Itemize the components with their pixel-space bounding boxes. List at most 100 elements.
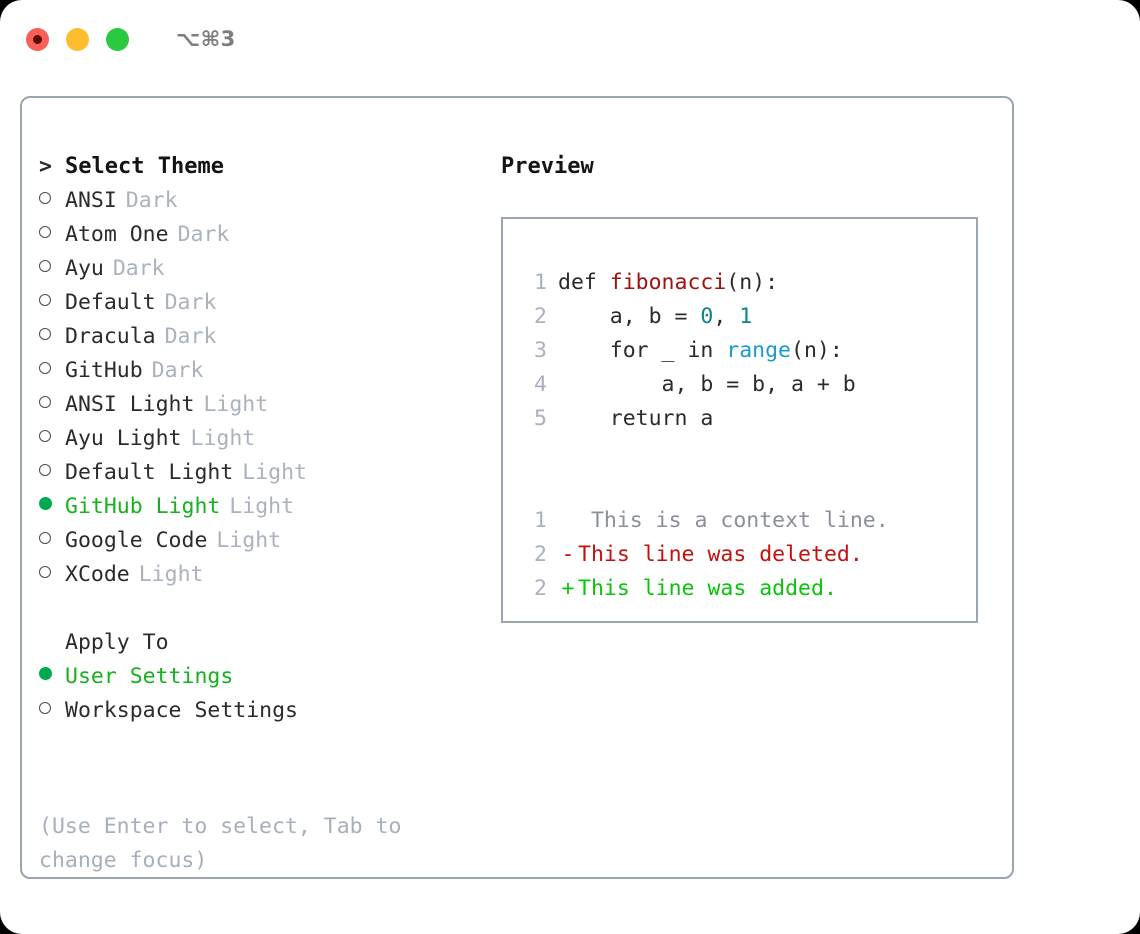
radio-unselected-icon[interactable] [39,388,65,422]
code-line: 3 for _ in range(n): [521,334,976,368]
theme-item-github-dark[interactable]: GitHub Dark [39,354,479,388]
keyboard-shortcut-label: ⌥⌘3 [176,27,236,51]
theme-label: ANSI [65,188,117,213]
close-button[interactable] [26,27,49,51]
radio-unselected-icon[interactable] [39,558,65,592]
code-line: 4 a, b = b, a + b [521,368,976,402]
radio-unselected-icon[interactable] [39,252,65,286]
line-number: 2 [534,576,547,601]
theme-item-ansi-dark[interactable]: ANSI Dark [39,184,479,218]
maximize-button[interactable] [106,27,129,51]
radio-unselected-icon[interactable] [39,456,65,490]
code-line: 2 a, b = 0, 1 [521,300,976,334]
diff-line-context: 1 This is a context line. [521,504,976,538]
token-number: 0 [700,304,714,329]
token-builtin: range [726,338,792,363]
prompt-icon: > [39,154,52,179]
theme-item-ansi-light[interactable]: ANSI Light Light [39,388,479,422]
theme-label: GitHub [65,358,143,383]
theme-variant: Light [242,460,308,485]
code-content: def fibonacci(n): [558,270,779,295]
theme-variant: Light [190,426,256,451]
code-content: a, b = 0, 1 [558,304,753,329]
traffic-lights [26,27,129,51]
theme-variant: Dark [125,188,178,213]
theme-item-ayu-light[interactable]: Ayu Light Light [39,422,479,456]
line-number: 2 [534,542,547,567]
preview-column: Preview 1 def fibonacci(n): 2 a, b = 0, … [501,150,991,623]
minimize-button[interactable] [66,27,89,51]
code-line: 1 def fibonacci(n): [521,266,976,300]
main-panel: > Select Theme ANSI Dark Atom One Dark [20,96,1014,879]
diff-sign [558,504,578,538]
radio-unselected-icon[interactable] [39,524,65,558]
line-number: 5 [534,406,547,431]
radio-unselected-icon[interactable] [39,320,65,354]
code-line: 5 return a [521,402,976,436]
diff-text: This line was deleted. [578,542,863,567]
section-spacer [39,592,479,626]
apply-to-option-user-settings[interactable]: User Settings [39,660,479,694]
radio-unselected-icon[interactable] [39,354,65,388]
radio-unselected-icon[interactable] [39,184,65,218]
theme-item-atom-one-dark[interactable]: Atom One Dark [39,218,479,252]
theme-item-github-light[interactable]: GitHub Light Light [39,490,479,524]
theme-label: Ayu Light [65,426,182,451]
token-number: 1 [739,304,753,329]
theme-item-google-code[interactable]: Google Code Light [39,524,479,558]
window-titlebar: ⌥⌘3 [0,0,1140,78]
preview-title: Preview [501,154,594,179]
theme-label: Atom One [65,222,169,247]
apply-to-heading-row: Apply To [39,626,479,660]
apply-to-heading: Apply To [65,630,169,655]
theme-variant: Light [229,494,295,519]
theme-variant: Light [216,528,282,553]
theme-label: Default Light [65,460,234,485]
keyboard-hint-text: (Use Enter to select, Tab to change focu… [39,814,415,873]
page-title: Select Theme [65,154,224,179]
theme-variant: Light [203,392,269,417]
preview-box: 1 def fibonacci(n): 2 a, b = 0, 1 3 for … [501,217,978,623]
apply-to-label: Workspace Settings [65,698,298,723]
theme-variant: Dark [177,222,230,247]
theme-item-default-dark[interactable]: Default Dark [39,286,479,320]
line-number: 1 [534,508,547,533]
theme-item-ayu-dark[interactable]: Ayu Dark [39,252,479,286]
diff-text: This line was added. [578,576,837,601]
code-blank-line [521,470,976,504]
radio-selected-icon[interactable] [39,490,65,524]
theme-label: Dracula [65,324,156,349]
theme-item-dracula-dark[interactable]: Dracula Dark [39,320,479,354]
diff-line-added: 2 + This line was added. [521,572,976,606]
radio-unselected-icon[interactable] [39,694,65,728]
radio-unselected-icon[interactable] [39,422,65,456]
theme-label: GitHub Light [65,494,221,519]
select-theme-heading-row: > Select Theme [39,150,479,184]
theme-label: Ayu [65,256,104,281]
code-content: for _ in range(n): [558,338,843,363]
diff-text: This is a context line. [578,508,889,533]
line-number: 3 [534,338,547,363]
theme-item-default-light[interactable]: Default Light Light [39,456,479,490]
apply-to-option-workspace-settings[interactable]: Workspace Settings [39,694,479,728]
line-number: 1 [534,270,547,295]
theme-label: Default [65,290,156,315]
diff-sign: + [561,576,575,601]
theme-label: ANSI Light [65,392,195,417]
radio-unselected-icon[interactable] [39,286,65,320]
diff-sign: - [561,542,575,567]
code-content: return a [558,406,714,431]
theme-variant: Dark [151,358,204,383]
theme-variant: Dark [112,256,165,281]
theme-variant: Dark [164,290,217,315]
close-icon [33,34,42,44]
theme-item-xcode[interactable]: XCode Light [39,558,479,592]
radio-selected-icon[interactable] [39,660,65,694]
code-content: a, b = b, a + b [558,372,856,397]
theme-picker-column: > Select Theme ANSI Dark Atom One Dark [39,150,479,728]
token-function: fibonacci [609,270,727,295]
line-number: 4 [534,372,547,397]
radio-unselected-icon[interactable] [39,218,65,252]
theme-label: XCode [65,562,130,587]
